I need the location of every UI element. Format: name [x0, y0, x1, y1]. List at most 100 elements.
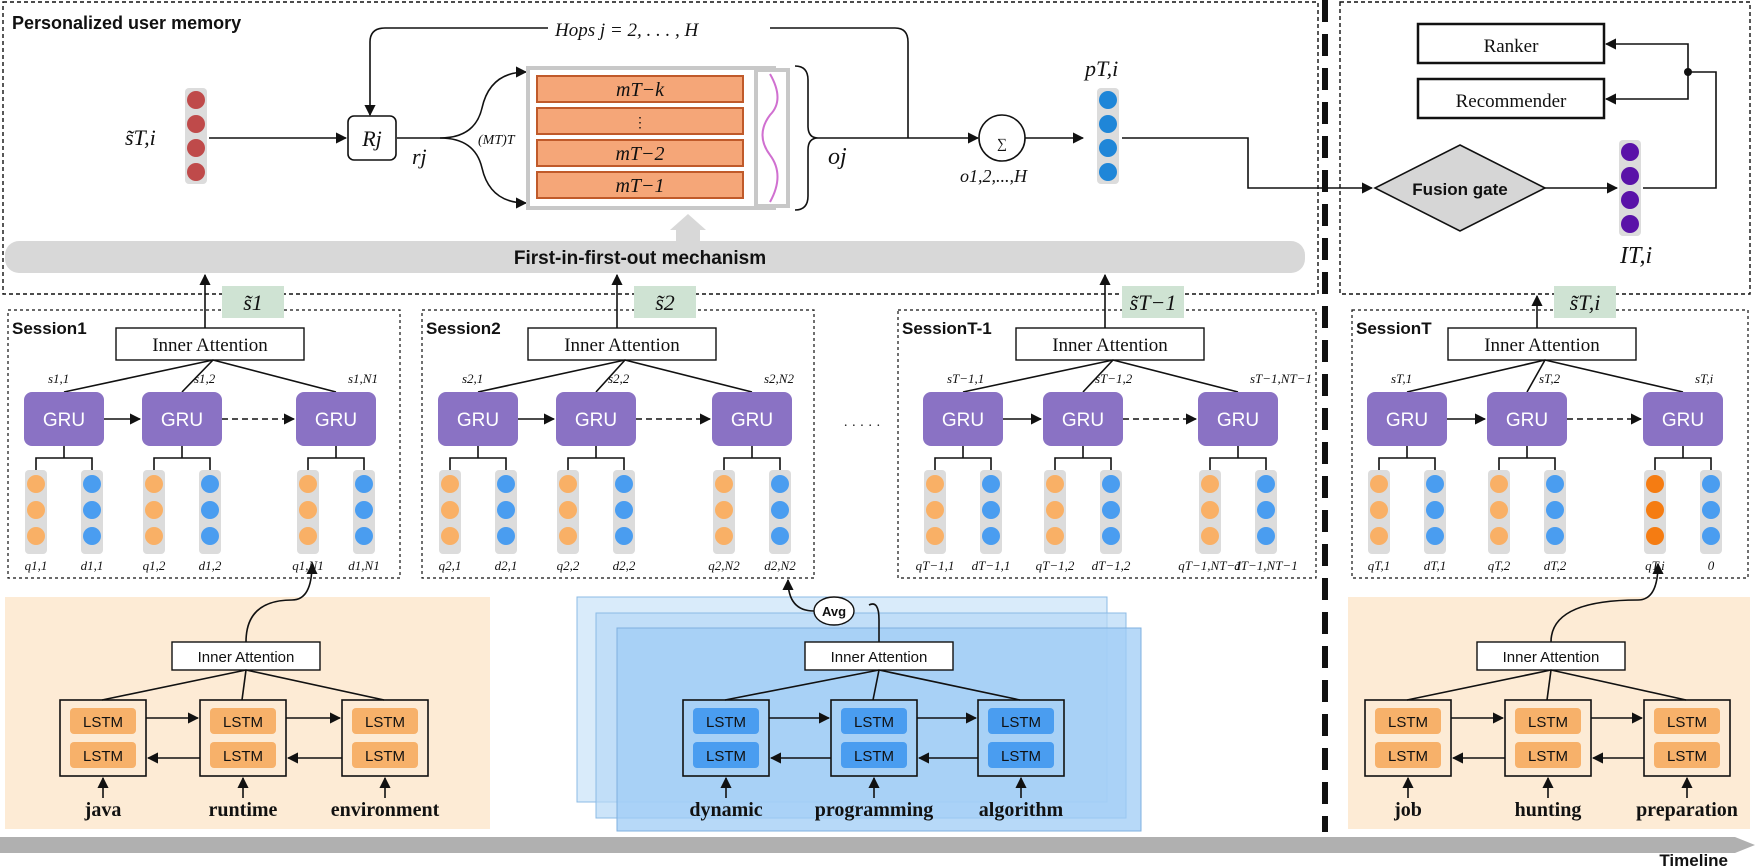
hidden-state-label: s1,1 — [48, 371, 69, 386]
gru-input-connector — [567, 446, 625, 470]
encoder: Inner AttentionLSTMLSTMjavaLSTMLSTMrunti… — [59, 562, 440, 821]
hidden-state-label: sT−1,2 — [1095, 371, 1133, 386]
hidden-state-label: s2,1 — [462, 371, 483, 386]
doc-label: dT,2 — [1544, 558, 1567, 573]
session-summary-tag — [1122, 286, 1184, 318]
gru-input-connector — [449, 446, 507, 470]
memory-slot — [536, 107, 744, 135]
encoder-attention-label: Inner Attention — [198, 649, 295, 666]
memory-slot-label: ⋮ — [633, 116, 647, 131]
session-summary-tag — [1554, 286, 1616, 318]
query-vector — [297, 470, 319, 554]
gru-label: GRU — [942, 410, 984, 431]
gru-to-attention-line — [63, 359, 214, 393]
query-vector — [713, 470, 735, 554]
session-summary-tag — [222, 286, 284, 318]
query-label: q2,2 — [557, 558, 580, 573]
lstm-cell — [1654, 708, 1720, 734]
session-title: SessionT — [1356, 319, 1432, 338]
lstm-label: LSTM — [854, 748, 894, 765]
lstm-cell — [988, 742, 1054, 768]
lstm-cell — [841, 708, 907, 734]
doc-vector — [495, 470, 517, 554]
gru-cell — [1643, 392, 1723, 446]
lstm-to-attention-line — [245, 669, 385, 701]
word-token: job — [1393, 799, 1422, 821]
memory-title: Personalized user memory — [12, 13, 241, 33]
gru-cell — [296, 392, 376, 446]
hidden-state-label: sT,1 — [1391, 371, 1412, 386]
lstm-label: LSTM — [854, 714, 894, 731]
encoder: Inner AttentionLSTMLSTMjobLSTMLSTMhuntin… — [1364, 562, 1738, 821]
s-tilde-vector — [185, 88, 207, 184]
session-summary-label: s̃T−1 — [1130, 290, 1177, 315]
gru-input-connector — [1498, 446, 1556, 470]
lstm-cell — [210, 742, 276, 768]
lstm-label: LSTM — [706, 748, 746, 765]
ranker-box — [1416, 22, 1606, 65]
lstm-label: LSTM — [1001, 714, 1041, 731]
gru-label: GRU — [457, 410, 499, 431]
doc-vector — [769, 470, 791, 554]
attention-curve — [761, 73, 779, 203]
query-vector — [1044, 470, 1066, 554]
session-summary-label: s̃2 — [655, 290, 675, 315]
query-vector — [557, 470, 579, 554]
gru-label: GRU — [731, 410, 773, 431]
lstm-label: LSTM — [1528, 748, 1568, 765]
lstm-cell — [1375, 708, 1441, 734]
gru-label: GRU — [43, 410, 85, 431]
lstm-label: LSTM — [223, 748, 263, 765]
inner-attention-label: Inner Attention — [1484, 335, 1600, 356]
encoder: Inner AttentionAvgLSTMLSTMdynamicLSTMLST… — [682, 578, 1065, 821]
gru-cell — [1043, 392, 1123, 446]
gru-to-attention-line — [624, 359, 753, 393]
gru-cell — [712, 392, 792, 446]
to-ranker-arrow — [1604, 38, 1689, 72]
timeline-arrow — [0, 837, 1755, 853]
lstm-label: LSTM — [223, 714, 263, 731]
sessions-ellipsis: · · · · · — [843, 419, 880, 434]
lstm-frame — [341, 699, 429, 777]
doc-label: 0 — [1708, 558, 1715, 573]
lstm-frame — [977, 699, 1065, 777]
doc-vector — [980, 470, 1002, 554]
lstm-cell — [352, 742, 418, 768]
query-label: q1,N1 — [292, 558, 323, 573]
word-token: algorithm — [979, 799, 1064, 821]
to-recommender-arrow — [1604, 72, 1689, 105]
encoder-attention-box — [171, 641, 321, 671]
lstm-to-attention-line — [872, 669, 880, 701]
gru-input-connector — [1378, 446, 1436, 470]
word-token: dynamic — [689, 799, 762, 821]
query-label: q2,1 — [439, 558, 462, 573]
doc-label: dT−1,2 — [1092, 558, 1131, 573]
i-up-line — [1643, 71, 1717, 189]
query-vector — [1644, 470, 1666, 554]
query-vector — [1199, 470, 1221, 554]
gru-label: GRU — [161, 410, 203, 431]
word-token: preparation — [1636, 799, 1738, 821]
session-summary-tag — [634, 286, 696, 318]
inner-attention-box — [527, 327, 717, 361]
avg-to-doc-arrow — [782, 578, 815, 612]
hidden-state-label: sT−1,NT−1 — [1250, 371, 1312, 386]
lstm-cell — [693, 708, 759, 734]
doc-vector — [1700, 470, 1722, 554]
lstm-frame — [59, 699, 147, 777]
doc-label: dT−1,1 — [972, 558, 1011, 573]
memory-slots: mT−k ⋮ mT−2 mT−1 — [536, 75, 744, 199]
doc-vector — [613, 470, 635, 554]
query-label: qT−1,2 — [1036, 558, 1075, 573]
lstm-to-attention-line — [1546, 669, 1552, 701]
i-vector — [1619, 140, 1641, 236]
doc-vector — [81, 470, 103, 554]
word-token: environment — [331, 799, 440, 821]
gru-label: GRU — [315, 410, 357, 431]
lstm-frame — [830, 699, 918, 777]
lstm-label: LSTM — [706, 714, 746, 731]
fifo-up-arrow-stem — [676, 228, 700, 242]
lstm-cell — [988, 708, 1054, 734]
gru-input-connector — [35, 446, 93, 470]
